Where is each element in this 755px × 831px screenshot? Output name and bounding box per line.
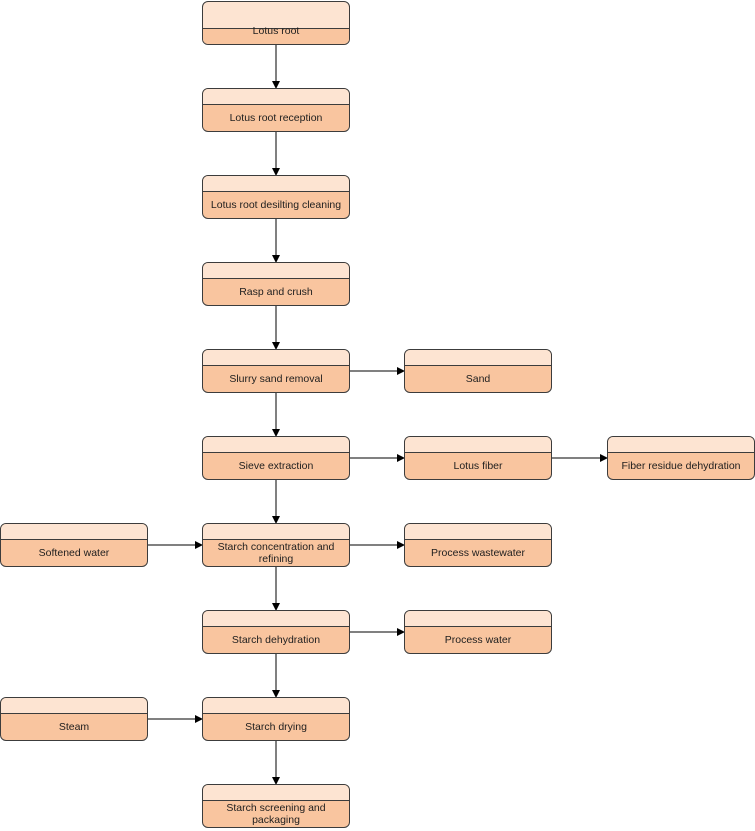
node-label: Process wastewater <box>431 546 525 559</box>
node-starch-screening-packaging: Starch screening and packaging <box>202 784 350 828</box>
node-sand: Sand <box>404 349 552 393</box>
node-starch-concentration-refining: Starch concentration and refining <box>202 523 350 567</box>
node-label: Lotus root desilting cleaning <box>210 198 342 211</box>
node-steam: Steam <box>0 697 148 741</box>
node-label: Starch screening and packaging <box>226 801 326 826</box>
node-label: Starch drying <box>245 720 307 733</box>
node-label: Slurry sand removal <box>229 372 323 385</box>
node-label: Rasp and crush <box>239 285 313 298</box>
node-fiber-residue-dehydration: Fiber residue dehydration <box>607 436 755 480</box>
node-starch-drying: Starch drying <box>202 697 350 741</box>
node-slurry-sand-removal: Slurry sand removal <box>202 349 350 393</box>
node-label: Starch concentration and refining <box>217 540 335 565</box>
node-label: Lotus fiber <box>453 459 503 472</box>
node-softened-water: Softened water <box>0 523 148 567</box>
node-process-water: Process water <box>404 610 552 654</box>
node-label: Process water <box>444 633 512 646</box>
node-lotus-root: Lotus root <box>202 1 350 45</box>
node-label: Sand <box>465 372 491 385</box>
node-process-wastewater: Process wastewater <box>404 523 552 567</box>
node-desilting-cleaning: Lotus root desilting cleaning <box>202 175 350 219</box>
node-label: Starch dehydration <box>231 633 321 646</box>
node-label: Lotus root <box>252 24 300 37</box>
node-label: Softened water <box>38 546 110 559</box>
node-sieve-extraction: Sieve extraction <box>202 436 350 480</box>
node-label: Fiber residue dehydration <box>621 459 741 472</box>
node-rasp-and-crush: Rasp and crush <box>202 262 350 306</box>
node-label: Steam <box>58 720 90 733</box>
node-label: Sieve extraction <box>238 459 314 472</box>
node-lotus-root-reception: Lotus root reception <box>202 88 350 132</box>
node-lotus-fiber: Lotus fiber <box>404 436 552 480</box>
node-label: Lotus root reception <box>229 111 323 124</box>
node-starch-dehydration: Starch dehydration <box>202 610 350 654</box>
